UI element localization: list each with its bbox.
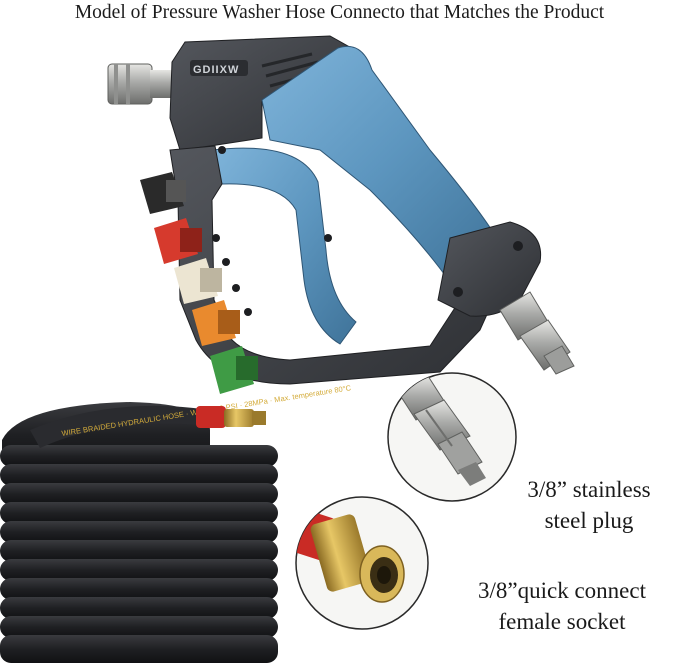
nozzle-red [154,218,202,264]
callout-socket-circle [295,496,429,630]
gun-bottom-plug [499,291,575,375]
plug-caption: 3/8” stainless steel plug [500,474,678,536]
top-coupler [107,63,176,105]
spray-gun: GDIIXW [107,35,575,385]
hose-coil: WIRE BRAIDED HYDRAULIC HOSE · W.P. 4000 … [0,383,352,663]
socket-caption: 3/8”quick connect female socket [446,575,678,637]
nozzle-tips [140,172,258,394]
nozzle-white [174,258,222,304]
socket-caption-line2: female socket [498,609,626,634]
socket-caption-line1: 3/8”quick connect [478,578,646,603]
plug-caption-line2: steel plug [544,508,634,533]
gun-grip-blue [261,45,499,283]
callout-plug-circle [387,372,517,502]
plug-caption-line1: 3/8” stainless [527,477,651,502]
hose-end-fitting [196,406,266,428]
nozzle-green [210,346,258,394]
frame-holes [212,146,332,316]
gun-brand-label: GDIIXW [193,64,239,76]
nozzle-orange [192,300,240,346]
hose-rings [0,445,278,663]
image-title: Model of Pressure Washer Hose Connecto t… [74,2,605,23]
nozzle-black [140,172,186,214]
gun-trigger [211,147,357,345]
